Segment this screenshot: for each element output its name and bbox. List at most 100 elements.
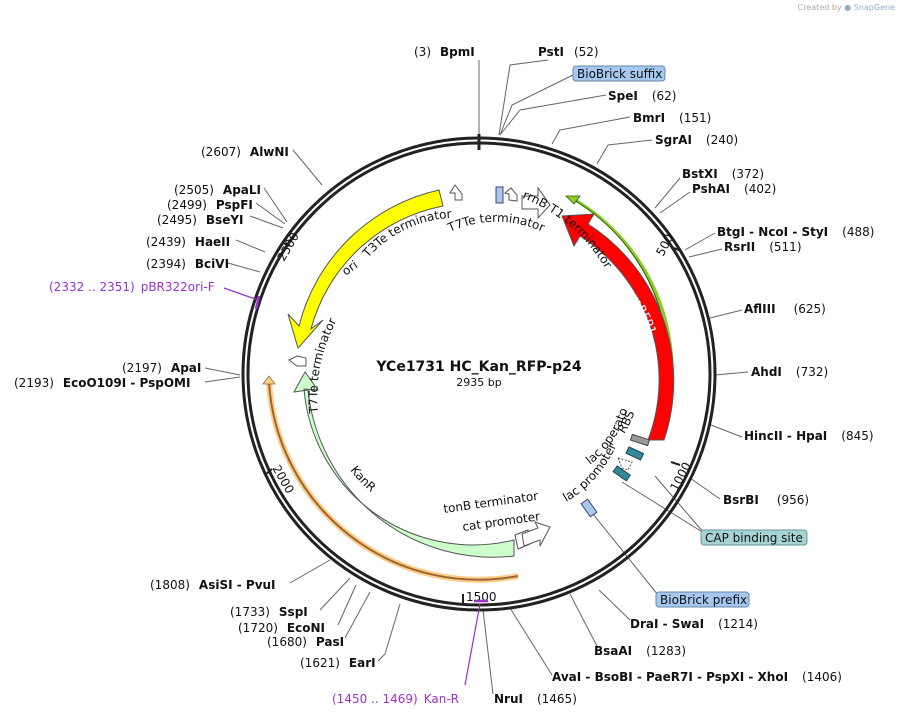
enzyme-label-bstxi: BstXI(372) — [682, 167, 764, 181]
t3te-terminator-arrow — [449, 184, 463, 201]
plasmid-name: YCe1731 HC_Kan_RFP-p24 — [375, 359, 581, 375]
enzyme-pos-eari: (1621) — [300, 656, 340, 670]
biobrick-prefix-box — [655, 591, 750, 608]
position-tick-marks — [265, 242, 682, 604]
kanr-track-arrowhead — [262, 375, 276, 385]
enzyme-label-nrui: NruI(1465) — [494, 692, 577, 706]
enzyme-label-drai: DraI - SwaI (1214) — [630, 617, 758, 631]
enzyme-label-pasi: (1680) PasI — [267, 635, 344, 649]
enzyme-name-spei: SpeI — [608, 89, 638, 103]
credit-prefix: Created by — [797, 3, 842, 12]
rbs-site — [629, 433, 651, 447]
enzyme-label-bsaai: BsaAI(1283) — [594, 644, 686, 658]
enzyme-label-spei: SpeI(62) — [608, 89, 676, 103]
cat-promoter-arrow — [521, 521, 551, 547]
enzyme-name-apai: ApaI — [171, 361, 201, 375]
enzyme-name-rsrii: RsrII — [724, 240, 755, 254]
primer-pbr322ori-f-leader — [223, 287, 259, 301]
biobrick-prefix-label: BioBrick prefix — [660, 593, 747, 607]
enzyme-name-bpmi: BpmI — [440, 45, 475, 59]
primer-kan-r-name: Kan-R — [424, 692, 459, 706]
enzyme-pos-pshai: (402) — [744, 182, 776, 196]
lac-operator-site — [625, 446, 645, 461]
kanr-label-text: KanR — [348, 463, 379, 495]
kanr-label: KanR — [348, 463, 379, 495]
enzyme-label-sspi: (1733)SspI — [230, 605, 308, 619]
ori-feature-arrow — [287, 189, 444, 350]
enzyme-name-pshai: PshAI — [692, 182, 730, 196]
biobrick-suffix-label: BioBrick suffix — [577, 67, 662, 81]
primer-pbr322ori-f-name: pBR322ori-F — [141, 280, 215, 294]
enzyme-pos-bcivi: (2394) — [146, 257, 186, 271]
primer-pbr322ori-f-label: (2332 .. 2351) pBR322ori-F — [49, 280, 215, 294]
enzyme-pos-pasi: (1680) — [267, 635, 307, 649]
enzyme-pos-btgi: (488) — [842, 225, 874, 239]
enzyme-pos-bpmi: (3) — [414, 45, 431, 59]
t7te-terminator-arrow-left — [288, 355, 307, 367]
lac-promoter-label-text: lac promoter — [560, 441, 619, 505]
cap-binding-site-label: CAP binding site — [705, 531, 803, 545]
enzyme-pos-bstxi: (372) — [732, 167, 764, 181]
tick-label-500: 500 — [653, 232, 676, 259]
rrnb-t1-terminator-arrow — [521, 186, 551, 220]
enzyme-label-hincii: HincII - HpaI (845) — [744, 429, 874, 443]
t7te-terminator-arrow-top — [503, 187, 518, 202]
kanr-feature-arrow — [293, 371, 515, 558]
enzyme-pos-ecoo109i: (2193) — [14, 376, 54, 390]
enzyme-name-bmri: BmrI — [633, 111, 665, 125]
t7te-terminator-label-top: T7Te terminator — [445, 211, 547, 236]
enzyme-label-sgrai: SgrAI(240) — [655, 133, 738, 147]
enzyme-name-bseyi: BseYI — [206, 213, 244, 227]
enzyme-pos-hincii: (845) — [841, 429, 873, 443]
enzyme-pos-rsrii: (511) — [769, 240, 801, 254]
enzyme-name-pasi: PasI — [316, 635, 344, 649]
enzyme-name-ahdi: AhdI — [751, 365, 782, 379]
enzyme-label-ahdi: AhdI (732) — [751, 365, 828, 379]
mrfp1-feature-arrow — [561, 213, 675, 441]
enzyme-pos-drai: (1214) — [718, 617, 758, 631]
primer-pbr322ori-f-range: (2332 .. 2351) — [49, 280, 135, 294]
enzyme-pos-bseyi: (2495) — [157, 213, 197, 227]
enzyme-pos-psti: (52) — [574, 45, 599, 59]
enzyme-pos-pspfi: (2499) — [167, 198, 207, 212]
tick-label-1500: 1500 — [466, 590, 497, 604]
enzyme-name-bsrbi: BsrBI — [723, 493, 759, 507]
enzyme-label-asisi: (1808)AsiSI - PvuI — [150, 578, 276, 592]
kanr-outer-track — [268, 381, 519, 581]
enzyme-name-hincii: HincII - HpaI — [744, 429, 827, 443]
enzyme-name-asisi: AsiSI - PvuI — [199, 578, 276, 592]
credit-brand: SnapGene — [853, 3, 895, 12]
enzyme-pos-sspi: (1733) — [230, 605, 270, 619]
enzyme-name-pspfi: PspFI — [216, 198, 253, 212]
enzyme-pos-bmri: (151) — [679, 111, 711, 125]
enzyme-label-bmri: BmrI (151) — [633, 111, 711, 125]
enzyme-name-apali: ApaLI — [223, 183, 261, 197]
cap-binding-site — [612, 465, 631, 482]
primer-kan-r-leader — [464, 603, 481, 686]
enzyme-pos-sgrai: (240) — [706, 133, 738, 147]
enzyme-name-haeii: HaeII — [195, 235, 230, 249]
mrfp1-track-arrowhead — [565, 195, 581, 205]
enzyme-name-nrui: NruI — [494, 692, 523, 706]
enzyme-name-eari: EarI — [349, 656, 376, 670]
lac-promoter-label: lac promoter — [560, 441, 619, 505]
enzyme-label-apali: (2505) ApaLI — [174, 183, 261, 197]
lac-promoter-arrow — [617, 457, 633, 471]
enzyme-name-btgi: BtgI - NcoI - StyI — [717, 225, 828, 239]
enzyme-label-apai: (2197)ApaI — [122, 361, 201, 375]
primer-kan-r-range: (1450 .. 1469) — [332, 692, 418, 706]
enzyme-name-bcivi: BciVI — [195, 257, 229, 271]
enzyme-label-eari: (1621) EarI — [300, 656, 376, 670]
enzyme-pos-avai: (1406) — [802, 670, 842, 684]
plasmid-length: 2935 bp — [456, 376, 501, 389]
enzyme-pos-ahdi: (732) — [796, 365, 828, 379]
enzyme-name-avai: AvaI - BsoBI - PaeR7I - PspXI - XhoI — [552, 670, 788, 684]
label-leader-lines — [204, 59, 749, 695]
enzyme-name-econi: EcoNI — [287, 621, 325, 635]
biobrick-prefix-site — [580, 498, 598, 518]
enzyme-name-drai: DraI - SwaI — [630, 617, 704, 631]
cap-binding-site-box — [700, 529, 808, 546]
enzyme-label-ecoo109i: (2193)EcoO109I - PspOMI — [14, 376, 190, 390]
enzyme-pos-apali: (2505) — [174, 183, 214, 197]
